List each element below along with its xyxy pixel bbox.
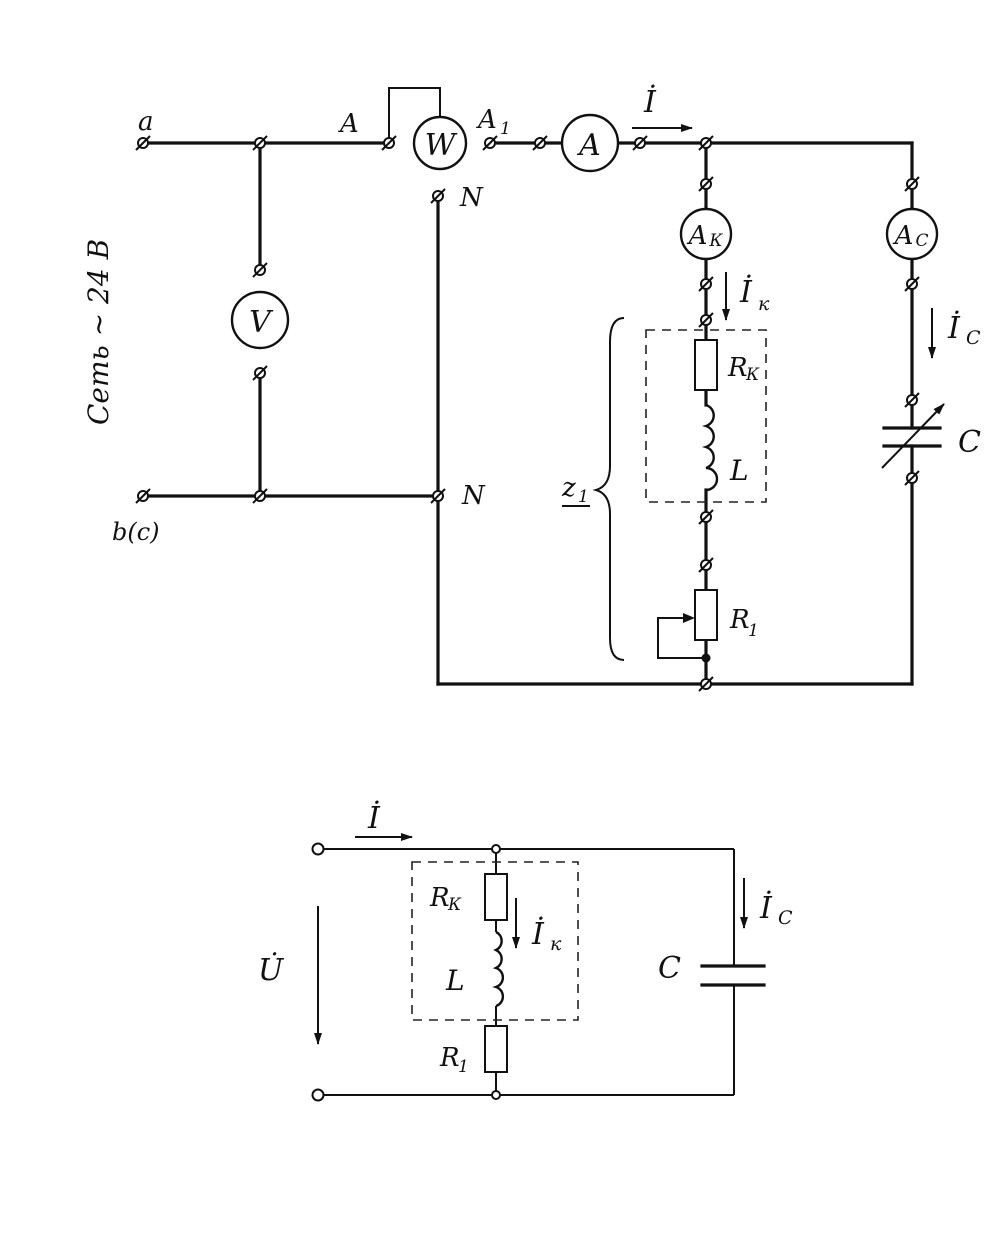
terminal-cap-top: [904, 392, 920, 408]
ammeter-k-label: A: [687, 221, 708, 251]
lower-inductor-l: [492, 930, 505, 1008]
terminal-wattmeter-N: [430, 188, 446, 204]
label-current-i: İ: [643, 84, 657, 120]
ammeter-c: A C: [885, 207, 939, 261]
terminal-A1: [482, 135, 498, 151]
z1-brace: [592, 317, 625, 661]
terminal-ammeter-in: [532, 135, 548, 151]
label-c: C: [958, 425, 981, 460]
label-r1: R: [729, 605, 750, 635]
label-current-ik: İ: [739, 274, 753, 310]
label-N-mid: N: [461, 481, 486, 511]
lower-terminals: [311, 842, 501, 1102]
terminal-node: [252, 135, 268, 151]
label-r1-subscript: 1: [748, 621, 759, 641]
lower-label-ik: İ: [531, 916, 545, 952]
terminal-A: [381, 135, 397, 151]
terminal-N: [430, 488, 446, 504]
ammeter: A: [560, 113, 620, 173]
ammeter-k-subscript: К: [708, 231, 723, 251]
lower-capacitor: [700, 964, 766, 987]
lower-label-l: L: [445, 964, 465, 997]
lower-label-ic: İ: [759, 890, 773, 926]
label-N-top: N: [459, 183, 484, 213]
supply-label: Сеть ~ 24 В: [82, 239, 115, 425]
lower-label-c: C: [658, 951, 681, 986]
lower-label-ic-subscript: C: [778, 907, 793, 929]
terminal-coil-out: [698, 509, 714, 525]
upper-wires: [141, 87, 914, 686]
terminal-a: [135, 135, 151, 151]
variable-capacitor: [881, 403, 945, 469]
rheostat-r1: [657, 589, 718, 663]
terminal-ammeter-out: [632, 135, 648, 151]
label-b-c: b(c): [112, 518, 160, 546]
label-rk: R: [727, 353, 748, 383]
input-terminal-top: [311, 842, 325, 856]
ammeter-k: A К: [679, 207, 733, 261]
terminal-r1-in: [698, 557, 714, 573]
terminal-ak-top: [698, 176, 714, 192]
wattmeter: W: [412, 115, 468, 171]
coil-dashed-box: [645, 329, 767, 503]
voltmeter: V: [230, 290, 290, 350]
wattmeter-label: W: [425, 128, 458, 163]
lower-label-rk-subscript: К: [447, 895, 462, 915]
label-current-ik-subscript: к: [758, 293, 770, 315]
terminal-coil-in: [698, 312, 714, 328]
node-bottom: [491, 1090, 501, 1100]
lower-label-ik-subscript: к: [550, 933, 562, 955]
label-current-ic-subscript: C: [966, 327, 981, 349]
terminal-voltmeter-bottom: [252, 365, 268, 381]
label-z1-subscript: 1: [578, 487, 589, 507]
label-a: a: [138, 107, 154, 137]
terminal-ac-top: [904, 176, 920, 192]
terminal-bottom-node: [252, 488, 268, 504]
label-A1-subscript: 1: [500, 119, 511, 139]
lower-schematic: İ İ к İ C U̇ R К L R 1 C: [258, 800, 793, 1102]
lower-label-i: İ: [367, 800, 381, 836]
inductor-l: [701, 403, 719, 492]
label-A1: A: [476, 105, 497, 135]
ammeter-c-label: A: [893, 221, 914, 251]
terminal-bottom-right: [698, 676, 714, 692]
lower-label-u: U̇: [258, 953, 285, 988]
lower-label-r1-subscript: 1: [458, 1057, 469, 1077]
terminal-b: [135, 488, 151, 504]
label-rk-subscript: К: [745, 365, 760, 385]
lower-label-r1: R: [439, 1043, 460, 1073]
lower-resistor-r1: [484, 1025, 508, 1073]
label-A: A: [338, 109, 359, 139]
upper-terminals: [135, 135, 920, 692]
terminal-ak-bottom: [698, 276, 714, 292]
label-current-ic: İ: [947, 310, 961, 346]
resistor-rk: [694, 339, 718, 391]
upper-schematic: W A V A К A C: [82, 84, 981, 692]
terminal-cap-bottom: [904, 470, 920, 486]
ammeter-label: A: [576, 128, 601, 163]
terminal-ac-bottom: [904, 276, 920, 292]
input-terminal-bottom: [311, 1088, 325, 1102]
lower-coil-dashed-box: [411, 861, 579, 1021]
label-l: L: [729, 454, 749, 487]
lower-resistor-rk: [484, 873, 508, 921]
terminal-voltmeter-top: [252, 262, 268, 278]
voltmeter-label: V: [249, 305, 274, 340]
node-top: [491, 844, 501, 854]
ammeter-c-subscript: C: [915, 231, 928, 251]
lower-label-rk: R: [429, 883, 450, 913]
label-z1: z: [561, 473, 576, 503]
terminal-branch-top: [698, 135, 714, 151]
